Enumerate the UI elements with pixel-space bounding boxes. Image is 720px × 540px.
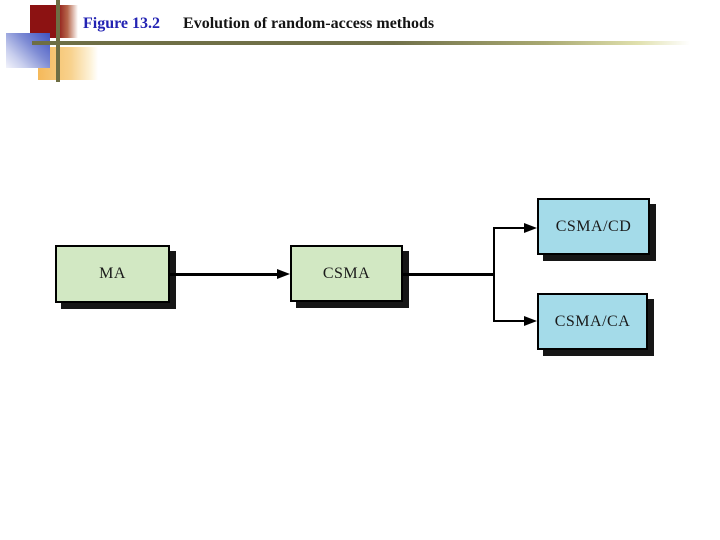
arrowhead-into-csma-cd-icon — [524, 223, 537, 233]
slide-decoration — [0, 0, 720, 100]
connector-branch-to-csma-ca — [494, 320, 527, 322]
slide-header: Figure 13.2 Evolution of random-access m… — [83, 13, 434, 35]
decoration-blue-square — [6, 33, 50, 68]
connector-branch-vertical — [493, 227, 495, 322]
node-ma: MA — [55, 245, 170, 303]
node-csma-ca: CSMA/CA — [537, 293, 648, 350]
connector-ma-to-csma — [170, 273, 280, 276]
node-ma-label: MA — [99, 265, 126, 282]
connector-csma-to-branch — [403, 273, 495, 276]
node-csma-label: CSMA — [322, 264, 371, 282]
node-csma-ca-label: CSMA/CA — [554, 312, 631, 330]
figure-number-label: Figure 13.2 — [83, 15, 161, 32]
decoration-horizontal-line — [32, 41, 690, 45]
arrowhead-into-csma-ca-icon — [524, 316, 537, 326]
node-csma-cd: CSMA/CD — [537, 198, 650, 255]
figure-title: Evolution of random-access methods — [183, 15, 435, 32]
decoration-red-square — [30, 5, 78, 38]
arrowhead-into-csma-icon — [277, 269, 290, 279]
connector-branch-to-csma-cd — [494, 227, 527, 229]
node-csma-cd-label: CSMA/CD — [555, 217, 632, 235]
node-csma: CSMA — [290, 245, 403, 302]
